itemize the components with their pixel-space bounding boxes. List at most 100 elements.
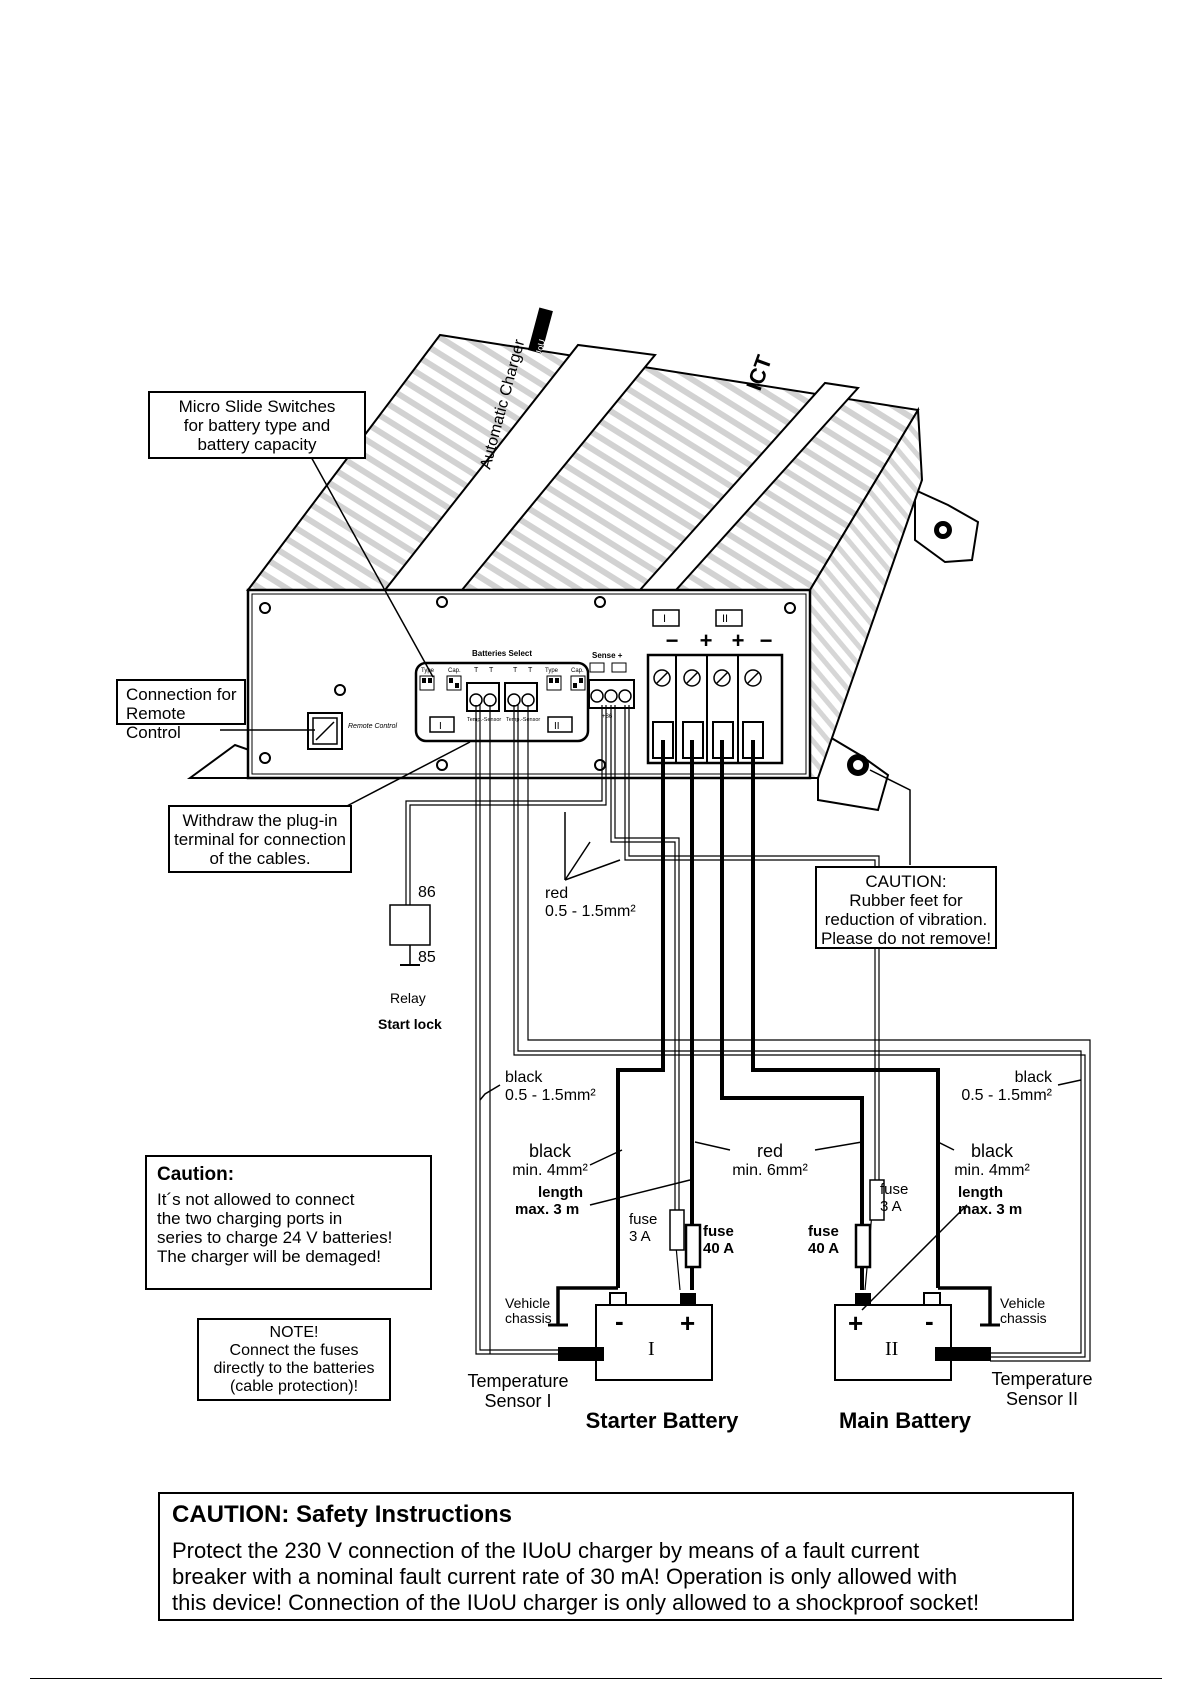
main-battery-caption: Main Battery — [839, 1408, 972, 1433]
cap-label-right: Cap. — [571, 668, 584, 674]
t-label-2: T — [489, 667, 494, 674]
temp-wire-four — [527, 705, 1091, 1362]
terminal-minus-2: − — [760, 628, 773, 653]
note-fuses-callout: NOTE! Connect the fuses directly to the … — [197, 1318, 391, 1401]
temp-sensor-label-1: Temp.-Sensor — [467, 717, 501, 723]
black-sensor-right-gauge: 0.5 - 1.5mm² — [961, 1087, 1052, 1104]
main-cable-minus-one — [616, 740, 665, 1288]
cap-label-left: Cap. — [448, 668, 461, 674]
callout-line: Rubber feet for — [849, 891, 963, 910]
relay-wire — [409, 705, 607, 905]
black-main-right-label: black — [971, 1141, 1014, 1161]
starter-numeral: I — [648, 1338, 655, 1360]
rubber-feet-callout: CAUTION: Rubber feet for reduction of vi… — [815, 866, 997, 949]
callout-line: battery capacity — [197, 435, 317, 454]
micro-switches-callout: Micro Slide Switches for battery type an… — [148, 391, 366, 459]
chassis-left-label: Vehicle — [505, 1295, 550, 1311]
callout-line: Remote Control — [126, 704, 186, 742]
safety-line: this device! Connection of the IUoU char… — [172, 1590, 980, 1615]
caution-line: series to charge 24 V batteries! — [157, 1228, 393, 1247]
relay-wire-b — [405, 705, 603, 905]
temp-sensor-two-probe — [935, 1347, 991, 1361]
page-bottom-rule — [30, 1678, 1162, 1679]
mounting-foot-left — [186, 743, 256, 779]
temp-wire-three-b — [517, 705, 1082, 1354]
temp-sensor-one-probe — [558, 1347, 604, 1361]
main-terminal-block[interactable]: I II − + + − — [646, 609, 784, 765]
remote-port-label: Remote Control — [348, 723, 397, 730]
sense-wire-one-b — [614, 705, 680, 1235]
temp-wire-one-b — [479, 705, 565, 1351]
fuse-small-right-rating: 3 A — [880, 1198, 902, 1215]
sense-wire-one — [610, 705, 681, 1291]
callout-line: CAUTION: — [865, 872, 947, 891]
main-numeral: II — [885, 1338, 898, 1360]
callout-line: Connection for — [126, 685, 237, 704]
relay-function: Start lock — [378, 1016, 442, 1032]
t-label-3: T — [513, 667, 518, 674]
starter-minus-label: - — [615, 1306, 624, 1336]
fuse-big-left-label: fuse — [703, 1223, 734, 1240]
relay-pin-86: 86 — [418, 884, 436, 901]
t-label-1: T — [474, 667, 479, 674]
fuse-big-left — [684, 1223, 702, 1269]
caution-series-callout: Caution: It´s not allowed to connect the… — [145, 1155, 432, 1290]
red-sense-gauge: 0.5 - 1.5mm² — [545, 903, 636, 920]
chassis-left-label-2: chassis — [505, 1310, 552, 1326]
black-sensor-left-label: black — [505, 1069, 543, 1086]
main-battery: + - II — [834, 1292, 991, 1381]
length-left-value: max. 3 m — [515, 1201, 579, 1218]
safety-line: Protect the 230 V connection of the IUoU… — [172, 1538, 920, 1563]
main-cable-plus-two — [720, 740, 864, 1290]
charger-unit: ICT Automatic Charger IUoU Remote Contro… — [186, 307, 980, 812]
terminal-plus-1: + — [700, 628, 713, 653]
sense-label: Sense + — [592, 651, 623, 660]
callout-line: Please do not remove! — [820, 929, 992, 948]
black-main-left-label: black — [529, 1141, 572, 1161]
sensor-one-label: Temperature — [467, 1371, 568, 1391]
red-sense-label: red — [545, 885, 568, 902]
main-minus-label: - — [925, 1306, 934, 1336]
fuse-big-right — [854, 1223, 872, 1269]
temp-sensor-label-2: Temp.-Sensor — [506, 717, 540, 723]
temp-sensor-terminal-1[interactable] — [466, 682, 500, 712]
battery-icon-one — [429, 716, 455, 733]
relay-label: Relay — [390, 990, 426, 1006]
caution-line: the two charging ports in — [157, 1209, 343, 1228]
terminal-numeral-one: I — [663, 613, 666, 625]
callout-line: Withdraw the plug-in — [182, 811, 338, 830]
sensor-one-label-2: Sensor I — [484, 1391, 551, 1411]
fuse-small-left — [669, 1209, 685, 1251]
callout-line: terminal for connection — [174, 830, 346, 849]
callout-line: of the cables. — [209, 849, 311, 868]
wiring — [400, 705, 1091, 1362]
batteries-select-label: Batteries Select — [472, 649, 532, 658]
starter-battery: - + I — [558, 1292, 713, 1381]
battery-icon-two — [547, 716, 573, 733]
main-plus-label: + — [848, 1308, 863, 1338]
fuse-big-right-rating: 40 A — [808, 1240, 839, 1257]
leader-lines — [220, 454, 1082, 1311]
terminal-plus-2: + — [732, 628, 745, 653]
sense-wire-two-b — [628, 705, 880, 1180]
sense-terminal[interactable]: Sense + +86 — [588, 651, 635, 720]
fuses — [669, 1179, 885, 1269]
caution-line: The charger will be demaged! — [157, 1247, 381, 1266]
chassis-ground-right — [938, 1286, 992, 1325]
fuse-big-right-label: fuse — [808, 1223, 839, 1240]
remote-control-callout: Connection for Remote Control — [116, 679, 246, 742]
t-label-4: T — [528, 667, 533, 674]
safety-title: CAUTION: Safety Instructions — [172, 1501, 513, 1528]
chassis-right-label-2: chassis — [1000, 1310, 1047, 1326]
sensor-two-label-2: Sensor II — [1006, 1389, 1078, 1409]
callout-line: directly to the batteries — [213, 1360, 375, 1377]
temp-wire-one — [475, 705, 565, 1355]
length-right-value: max. 3 m — [958, 1201, 1022, 1218]
relay: 86 85 Relay Start lock — [378, 884, 442, 1032]
fuse-small-right-label: fuse — [880, 1181, 908, 1198]
callout-line: NOTE! — [269, 1324, 319, 1341]
panel-numeral-two: II — [554, 721, 560, 732]
safety-line: breaker with a nominal fault current rat… — [172, 1564, 958, 1589]
temp-sensor-terminal-2[interactable] — [504, 682, 538, 712]
length-right-label: length — [958, 1184, 1003, 1201]
